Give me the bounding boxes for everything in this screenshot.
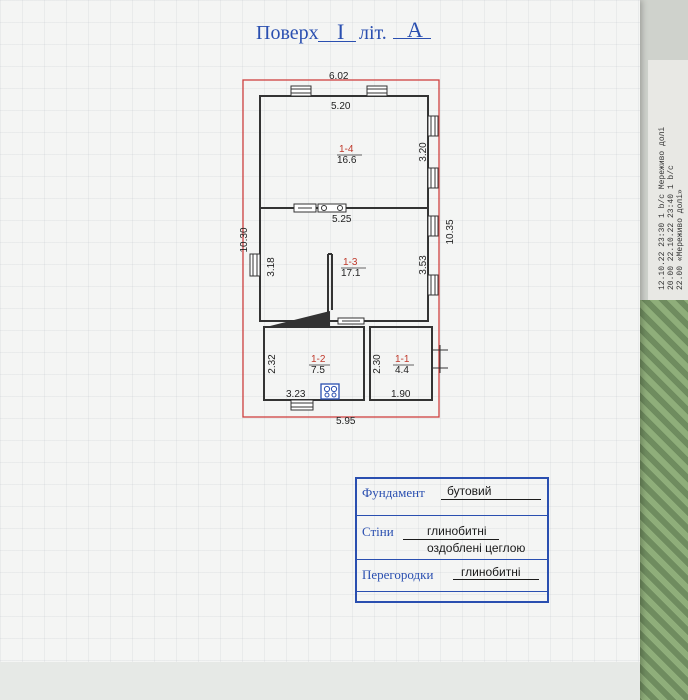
dim-top-overall: 6.02 xyxy=(329,71,349,82)
room-number: 1-1 xyxy=(395,354,410,365)
dim-bottom-left-width: 3.23 xyxy=(286,389,306,400)
room-1-1-walls xyxy=(369,326,433,401)
stamp-divider xyxy=(357,591,547,592)
stamp-divider xyxy=(357,515,547,516)
floor-value: I xyxy=(337,19,345,44)
dim-top-inner: 5.20 xyxy=(331,101,351,112)
room-label-1-1: 1-1 4.4 xyxy=(393,354,414,376)
receipt-line-1: 12.10.22 23:30 1 b/c Мереживо долі xyxy=(658,126,667,290)
receipt-text: 12.10.22 23:30 1 b/c Мереживо долі 20.00… xyxy=(658,127,685,290)
walls-label: Стіни xyxy=(362,524,394,539)
room-number: 1-2 xyxy=(311,354,326,365)
window-top-left xyxy=(290,85,312,97)
stove-icon xyxy=(320,383,340,400)
window-left xyxy=(249,253,261,277)
floor-header: Поверх I літ. А xyxy=(0,0,640,50)
foundation-underline xyxy=(441,499,541,500)
room-area: 4.4 xyxy=(395,365,409,376)
foundation-label: Фундамент xyxy=(362,485,425,500)
dim-right-middle: 3.53 xyxy=(418,255,429,275)
dim-left-overall: 10.30 xyxy=(239,227,250,252)
plot-boundary xyxy=(242,79,440,418)
room-label-1-2: 1-2 7.5 xyxy=(309,354,330,376)
document-page: Поверх I літ. А xyxy=(0,0,640,700)
room-area: 16.6 xyxy=(337,155,357,166)
background-receipt: 12.10.22 23:30 1 b/c Мереживо долі 20.00… xyxy=(648,60,688,300)
heater-opening xyxy=(317,203,347,213)
partitions-value: глинобитні xyxy=(461,565,521,579)
partitions-underline xyxy=(453,579,539,580)
floor-underline xyxy=(318,41,356,42)
window-right-1 xyxy=(427,115,439,137)
walls-underline xyxy=(403,539,499,540)
letter-underline xyxy=(393,38,431,39)
receipt-line-2: 20.00 22.10.22 23:40 1 b/c xyxy=(667,165,676,290)
window-right-4 xyxy=(427,274,439,296)
dim-bottom-overall: 5.95 xyxy=(336,416,356,427)
window-right-2 xyxy=(427,167,439,189)
construction-stamp: Фундамент бутовий Стіни глинобитні оздоб… xyxy=(355,477,549,603)
foundation-value: бутовий xyxy=(447,484,492,498)
window-top-right xyxy=(366,85,388,97)
room-area: 7.5 xyxy=(311,365,325,376)
entrance-door xyxy=(432,345,448,373)
window-bottom xyxy=(290,399,314,411)
dim-left-bottom: 2.32 xyxy=(267,354,278,374)
letter-label: літ. xyxy=(359,22,387,44)
dim-right-overall: 10.35 xyxy=(445,219,456,244)
receipt-line-3: 22.00 «Мереживо долі» xyxy=(676,189,685,290)
dim-left-middle: 3.18 xyxy=(266,257,277,277)
walls-value-1: глинобитні xyxy=(427,524,487,538)
walls-value-2: оздоблені цеглою xyxy=(427,541,526,555)
dim-middle-width: 5.25 xyxy=(332,214,352,225)
letter-value: А xyxy=(407,17,423,42)
room-label-1-4: 1-4 16.6 xyxy=(337,144,362,166)
dim-right-top-room: 3.20 xyxy=(418,142,429,162)
floor-plan: 6.02 5.20 5.25 3.23 1.90 5.95 3.20 10.30… xyxy=(239,71,456,427)
partitions-label: Перегородки xyxy=(362,567,434,582)
window-right-3 xyxy=(427,215,439,237)
room-area: 17.1 xyxy=(341,268,361,279)
staircase xyxy=(266,311,330,327)
dim-bottom-mid: 2.30 xyxy=(372,354,383,374)
wall-openings xyxy=(293,203,365,325)
windows xyxy=(249,85,439,411)
dim-bottom-right-width: 1.90 xyxy=(391,389,411,400)
room-number: 1-4 xyxy=(339,144,354,155)
stamp-divider xyxy=(357,559,547,560)
room-label-1-3: 1-3 17.1 xyxy=(341,257,366,279)
room-number: 1-3 xyxy=(343,257,358,268)
floor-label: Поверх xyxy=(256,22,319,44)
lower-sheet xyxy=(0,662,640,700)
